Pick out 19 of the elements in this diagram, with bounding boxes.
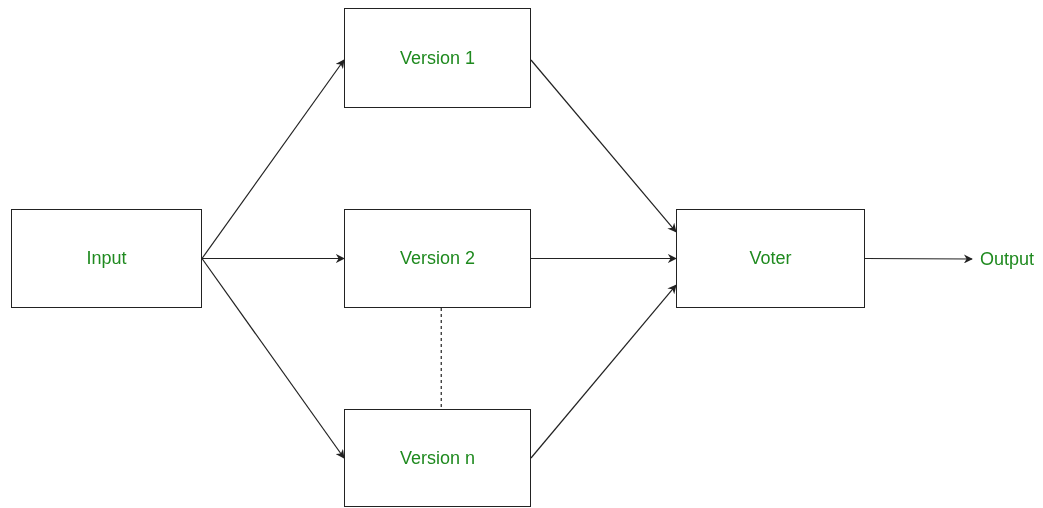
arrow [201,257,345,459]
arrow [201,254,345,263]
box-label: Voter [749,247,792,270]
process-box [11,209,202,308]
box-label: Input [86,247,127,270]
process-box [676,209,865,308]
box-label: Version 2 [399,247,476,270]
output-label: Output [972,244,1042,274]
arrow [864,254,973,264]
process-box [344,409,531,507]
box-label: Version 1 [399,46,476,70]
process-box [344,8,531,108]
dashed-connector [440,307,442,410]
arrow [530,59,677,233]
arrow [530,254,677,263]
arrow [530,284,677,459]
arrow [201,59,345,260]
process-box [344,209,531,308]
box-label: Version n [399,446,476,470]
